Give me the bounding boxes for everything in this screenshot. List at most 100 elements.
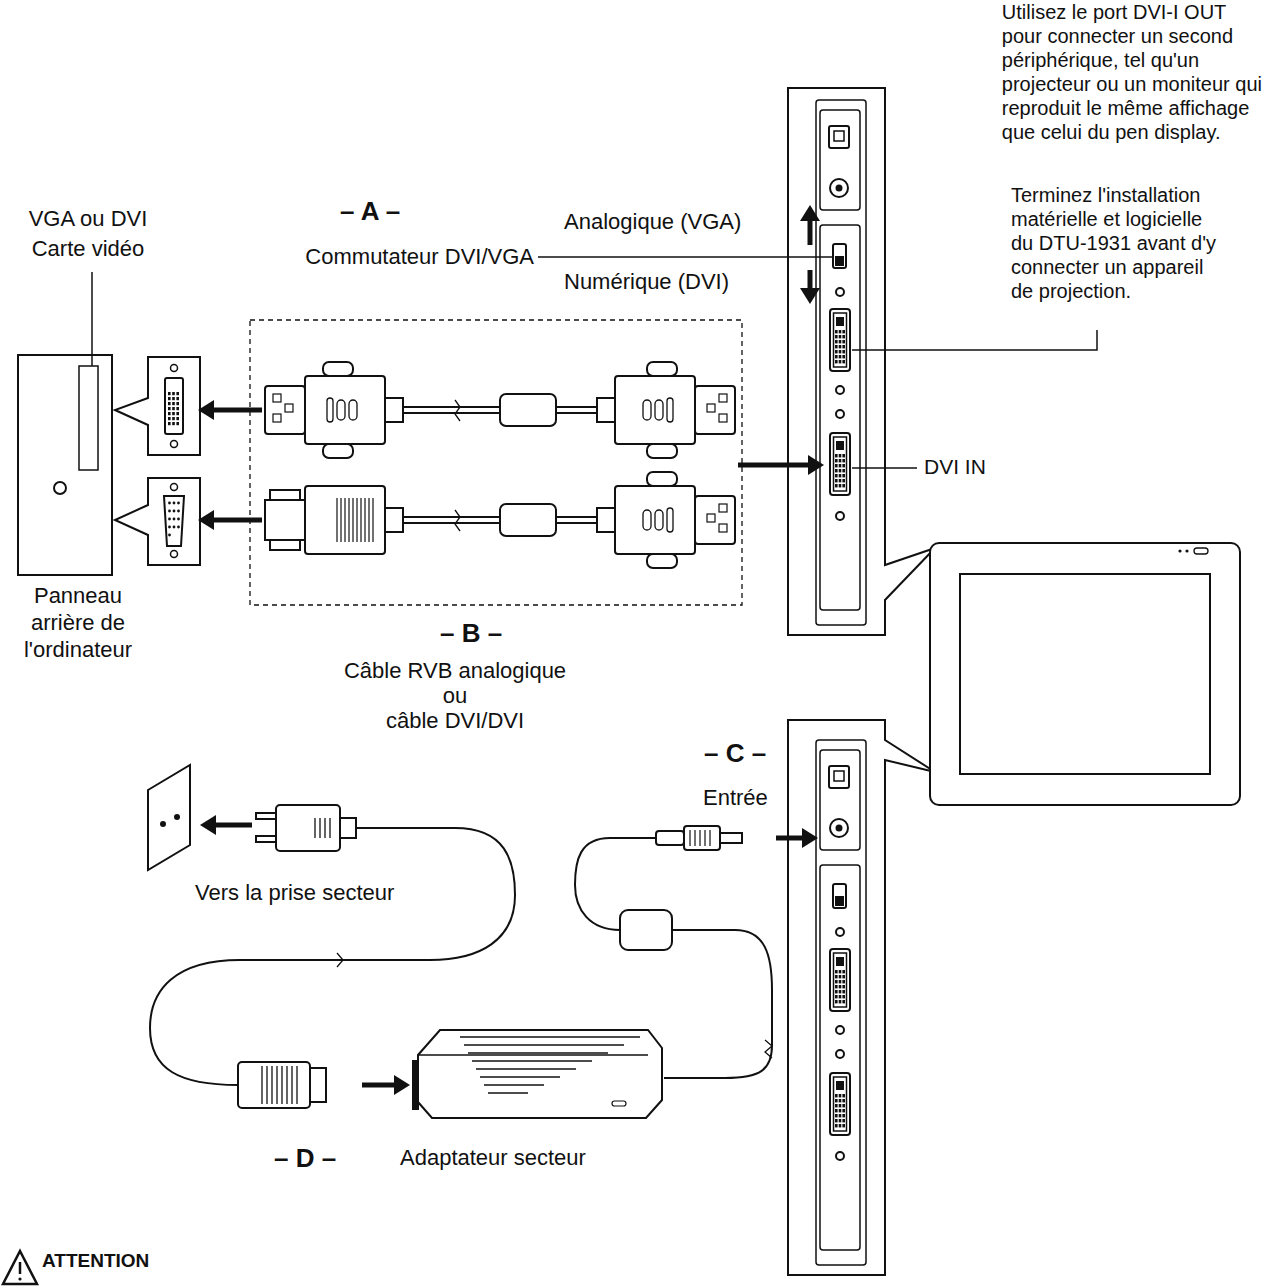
vga-pin: [168, 518, 171, 521]
dvi-pin: [835, 1094, 838, 1097]
grip-line: [689, 830, 690, 846]
usb-port: [829, 766, 849, 788]
dc-cable: [664, 930, 772, 1078]
grip-line: [266, 1066, 267, 1104]
dvi-pin: [176, 422, 179, 425]
plug-prong: [256, 813, 276, 819]
dvi-pin: [168, 412, 171, 415]
plug-pin-block: [719, 414, 727, 422]
dvi-pin: [176, 417, 179, 420]
grip-line: [296, 1066, 297, 1104]
side-panel-outline: [788, 720, 935, 1275]
vga-pin: [168, 526, 171, 529]
grip-line: [276, 1066, 277, 1104]
grip-line: [352, 498, 353, 542]
plug-pin-block: [707, 404, 715, 412]
dvi-pin: [842, 350, 845, 353]
pen-display: [930, 543, 1240, 805]
port-recess: [820, 750, 860, 850]
dvi-pin: [839, 454, 842, 457]
dvi-pin: [835, 990, 838, 993]
plug-shell: [695, 496, 735, 544]
port-recess: [820, 865, 860, 1250]
dvi-port-inner: [834, 437, 847, 491]
cable-break: [765, 1040, 772, 1058]
dvi-pin: [839, 360, 842, 363]
leader-line: [91, 272, 93, 366]
grip-line: [348, 498, 349, 542]
dvi-pin: [839, 330, 842, 333]
dvi-pin: [172, 412, 175, 415]
grip-line: [340, 498, 341, 542]
callout-letter: – C –: [704, 739, 766, 769]
push-arrow: [808, 455, 824, 475]
dvi-port: [830, 949, 850, 1011]
push-arrow: [214, 408, 262, 413]
adapter-vent: [488, 1092, 528, 1093]
thumbscrew: [323, 444, 353, 458]
outlet-hole: [174, 814, 180, 820]
dvi-pin: [176, 392, 179, 395]
computer-back: [18, 355, 112, 575]
power-led: [1194, 548, 1208, 554]
dvi-pin: [839, 975, 842, 978]
dvi-pin: [842, 995, 845, 998]
cable: [556, 412, 597, 414]
dvi-port-shell: [830, 433, 850, 495]
cable: [403, 412, 500, 414]
dvi-pin: [835, 1124, 838, 1127]
dvi-pin: [835, 1119, 838, 1122]
adapter-vent: [484, 1084, 544, 1085]
dvi-pin: [842, 454, 845, 457]
dvi-pin: [842, 459, 845, 462]
part-label: Adaptateur secteur: [400, 1145, 586, 1170]
dvi-pin: [835, 459, 838, 462]
switch-arrow: [808, 270, 813, 288]
dvi-vga-switch: [835, 896, 844, 906]
dvi-pin: [835, 1109, 838, 1112]
dc-plug-pin: [718, 833, 742, 843]
dvi-port-inner: [834, 953, 847, 1007]
plug-housing: [615, 376, 695, 444]
plug-pin-block: [719, 394, 727, 402]
plug-shell: [265, 500, 305, 540]
dvi-plug: [597, 362, 735, 458]
dvi-pin: [839, 1114, 842, 1117]
dvi-pin: [839, 350, 842, 353]
dvi-pin: [176, 397, 179, 400]
plug-pin-block: [273, 394, 281, 402]
ferrite-core: [620, 910, 672, 950]
dvi-pin: [842, 335, 845, 338]
cable: [403, 406, 500, 408]
dvi-pin: [842, 980, 845, 983]
push-arrow: [776, 836, 802, 841]
cable-break: [455, 400, 460, 421]
ac-adapter: [418, 1030, 662, 1118]
vga-pin: [168, 502, 171, 505]
dvi-pin: [835, 995, 838, 998]
dvi-pin: [842, 345, 845, 348]
grip-line: [286, 1066, 287, 1104]
screw-hole: [836, 1152, 844, 1160]
dvi-callout: [115, 357, 200, 455]
grip-mark: [349, 400, 357, 420]
ferrite-core: [500, 394, 556, 426]
dvi-pin: [172, 402, 175, 405]
note-text: Utilisez le port DVI-I OUT pour connecte…: [1002, 0, 1262, 144]
dvi-pin: [839, 1000, 842, 1003]
callout-letter: – A –: [340, 197, 400, 227]
plug-shell: [265, 386, 305, 434]
adapter-vent: [472, 1060, 592, 1061]
plug-shell: [695, 386, 735, 434]
dvi-pin: [835, 1104, 838, 1107]
dvi-pin: [839, 1119, 842, 1122]
power-jack: [830, 819, 848, 837]
dvi-pin: [839, 985, 842, 988]
cable: [403, 522, 500, 524]
dvi-vga-switch: [833, 884, 846, 908]
dvi-port-shell: [830, 949, 850, 1011]
thumbscrew: [323, 362, 353, 376]
dvi-blade: [836, 957, 844, 966]
dvi-pin: [842, 1104, 845, 1107]
power-jack: [836, 185, 843, 192]
